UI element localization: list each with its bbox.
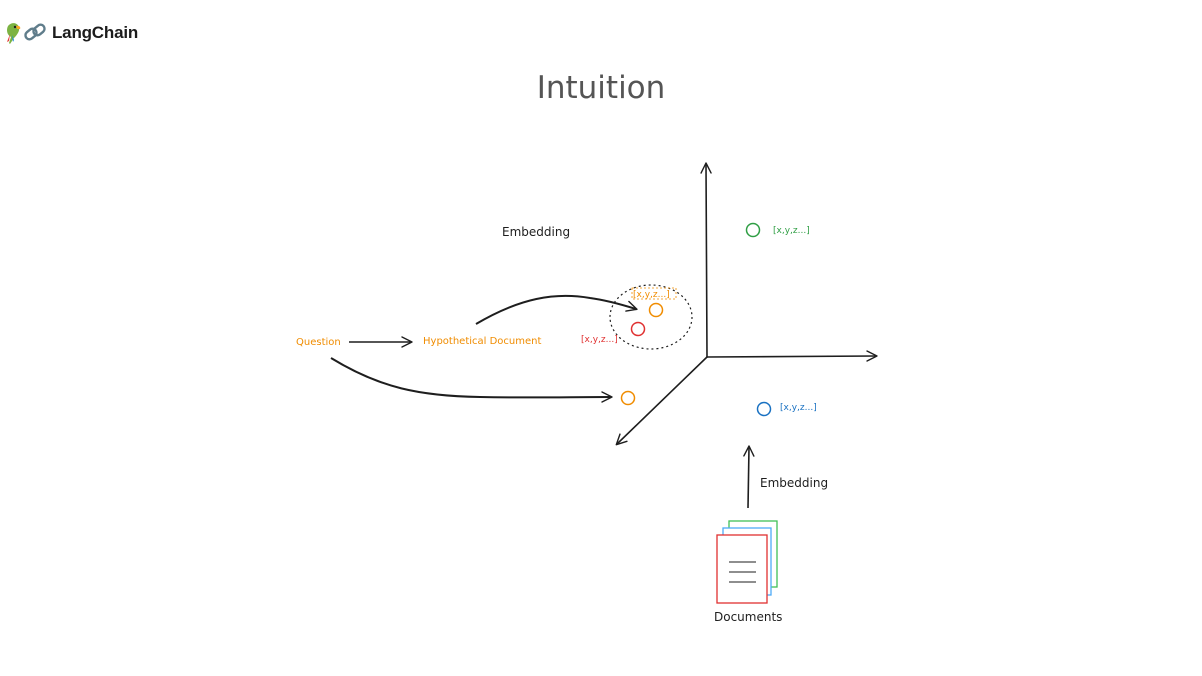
question-label: Question	[296, 337, 341, 348]
embedding-label-bottom: Embedding	[760, 476, 828, 490]
red-vector-point	[630, 321, 646, 337]
parrot-chain-logo-icon	[7, 23, 46, 44]
blue-document-vector-point	[756, 401, 772, 417]
hypothetical-vector-label: [x,y,z...]	[633, 290, 670, 300]
hypothetical-vector-point	[648, 302, 664, 318]
y-axis-arrow	[700, 162, 712, 358]
question-embedding-arrow	[330, 357, 613, 403]
z-axis-arrow	[615, 356, 708, 446]
embedding-label-top: Embedding	[502, 225, 570, 239]
hypothetical-embedding-arrow	[475, 294, 638, 325]
documents-label: Documents	[714, 610, 782, 624]
page-title: Intuition	[536, 70, 666, 106]
question-vector-label: [x,y,z...]	[581, 335, 618, 345]
embedding-space-axes	[615, 162, 878, 446]
blue-document-vector-label: [x,y,z...]	[780, 403, 817, 413]
similarity-region-ellipse	[609, 284, 693, 350]
green-document-vector-label: [x,y,z...]	[773, 226, 810, 236]
x-axis-arrow	[706, 350, 878, 362]
documents-stack-icon	[716, 520, 778, 604]
green-document-vector-point	[745, 222, 761, 238]
hypothetical-vector-label-box	[631, 287, 677, 300]
documents-embedding-arrow	[743, 445, 755, 509]
hypothetical-document-label: Hypothetical Document	[423, 336, 541, 347]
brand-name: LangChain	[52, 23, 139, 42]
parrot-icon	[7, 23, 21, 44]
langchain-logo[interactable]: LangChain	[4, 20, 138, 46]
chain-link-icon	[24, 23, 46, 41]
question-vector-point	[620, 390, 636, 406]
